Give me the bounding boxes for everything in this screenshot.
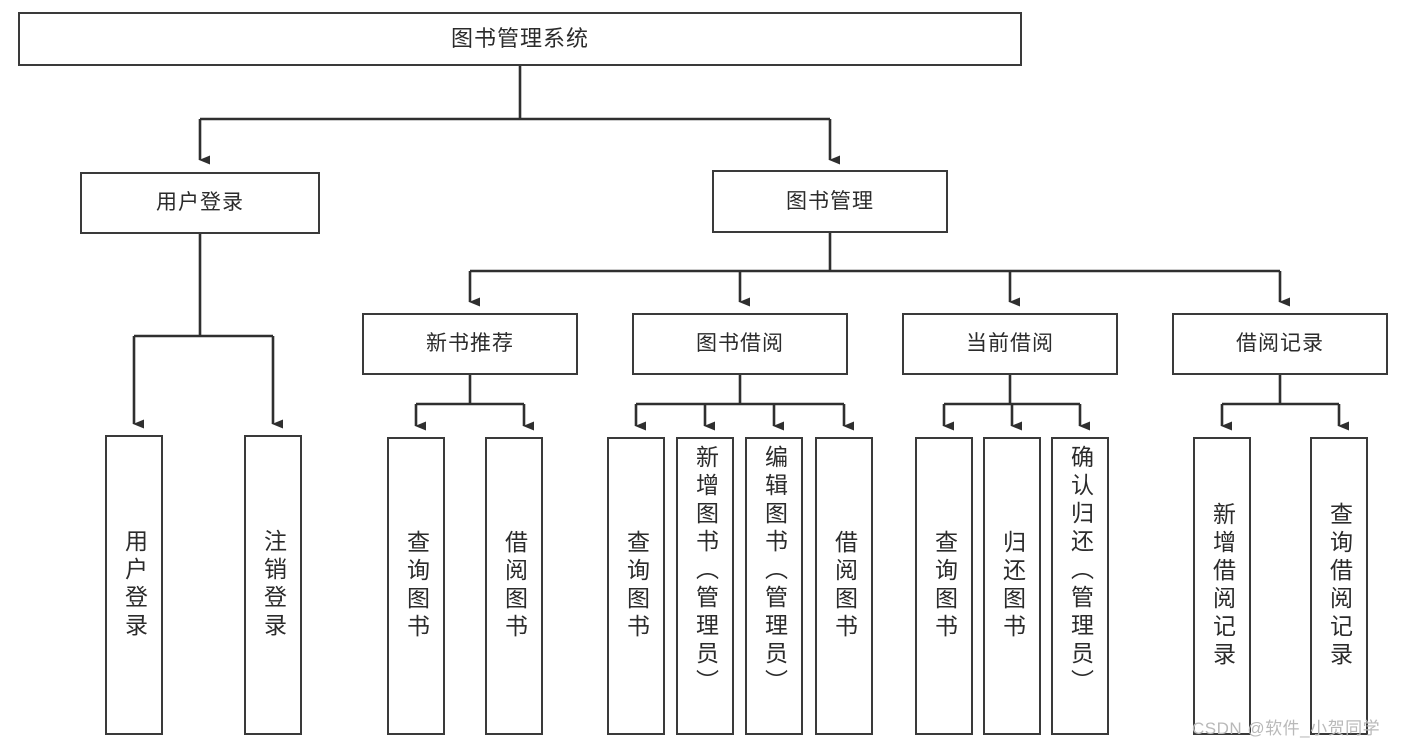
leaf-logout[interactable]: 注销登录 (244, 435, 302, 735)
leaf-query-book-borrow[interactable]: 查询图书 (607, 437, 665, 735)
node-label: 查询图书 (403, 530, 430, 642)
node-label: 新书推荐 (426, 332, 514, 356)
leaf-query-book-current[interactable]: 查询图书 (915, 437, 973, 735)
node-label: 图书借阅 (696, 332, 784, 356)
node-label: 查询图书 (931, 530, 958, 642)
node-label: 图书管理系统 (450, 25, 589, 51)
leaf-confirm-return-admin[interactable]: 确认归还（管理员） (1051, 437, 1109, 735)
node-label: 用户登录 (156, 191, 244, 215)
leaf-edit-book-admin[interactable]: 编辑图书（管理员） (745, 437, 803, 735)
node-label: 借阅图书 (831, 530, 858, 642)
node-book-borrow[interactable]: 图书借阅 (632, 313, 848, 375)
node-new-book-recommend[interactable]: 新书推荐 (362, 313, 578, 375)
node-label: 注销登录 (260, 529, 287, 641)
node-label: 确认归还（管理员） (1067, 445, 1094, 697)
node-label: 新增借阅记录 (1209, 502, 1236, 670)
leaf-user-login[interactable]: 用户登录 (105, 435, 163, 735)
node-label: 借阅图书 (501, 530, 528, 642)
node-label: 归还图书 (999, 530, 1026, 642)
leaf-query-book-new[interactable]: 查询图书 (387, 437, 445, 735)
node-label: 借阅记录 (1236, 332, 1324, 356)
leaf-add-book-admin[interactable]: 新增图书（管理员） (676, 437, 734, 735)
leaf-borrow-book[interactable]: 借阅图书 (815, 437, 873, 735)
node-root-system[interactable]: 图书管理系统 (18, 12, 1022, 66)
node-user-login[interactable]: 用户登录 (80, 172, 320, 234)
node-current-borrow[interactable]: 当前借阅 (902, 313, 1118, 375)
node-label: 新增图书（管理员） (692, 445, 719, 697)
node-label: 查询图书 (623, 530, 650, 642)
node-label: 编辑图书（管理员） (761, 445, 788, 697)
node-label: 用户登录 (121, 529, 148, 641)
leaf-add-borrow-record[interactable]: 新增借阅记录 (1193, 437, 1251, 735)
node-book-management[interactable]: 图书管理 (712, 170, 948, 233)
leaf-borrow-book-new[interactable]: 借阅图书 (485, 437, 543, 735)
leaf-query-borrow-record[interactable]: 查询借阅记录 (1310, 437, 1368, 735)
node-borrow-record[interactable]: 借阅记录 (1172, 313, 1388, 375)
node-label: 查询借阅记录 (1326, 502, 1353, 670)
node-label: 图书管理 (786, 189, 874, 213)
node-label: 当前借阅 (966, 332, 1054, 356)
leaf-return-book[interactable]: 归还图书 (983, 437, 1041, 735)
